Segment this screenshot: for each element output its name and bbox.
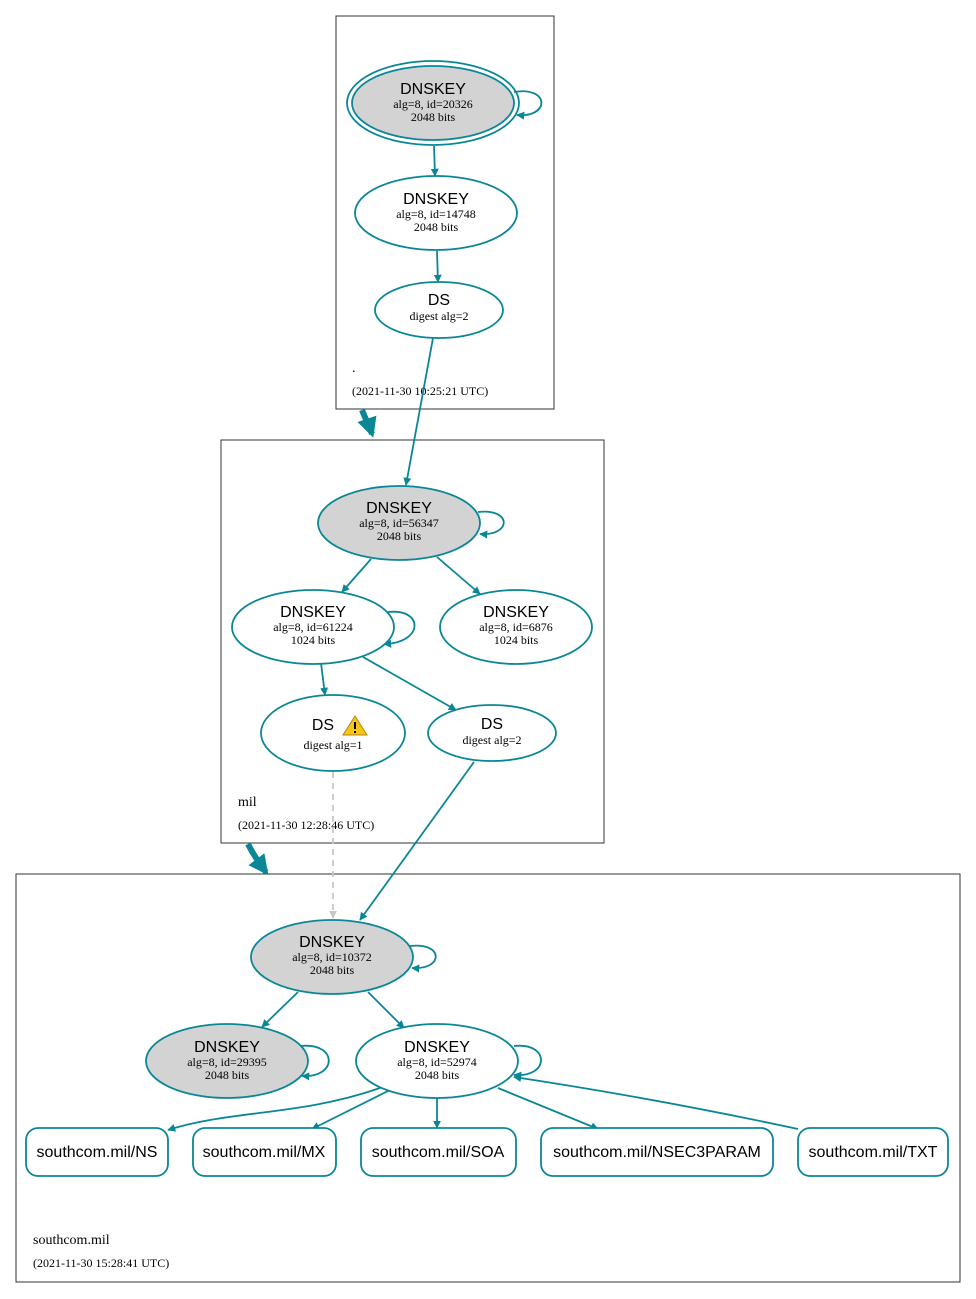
node-detail: alg=8, id=29395 xyxy=(187,1055,267,1069)
node-root-zsk[interactable]: DNSKEY alg=8, id=14748 2048 bits xyxy=(354,175,518,251)
rrset-label: southcom.mil/SOA xyxy=(372,1144,505,1161)
rrset-ns[interactable]: southcom.mil/NS xyxy=(25,1127,169,1177)
rrset-label: southcom.mil/MX xyxy=(203,1144,326,1161)
node-title: DNSKEY xyxy=(404,1039,470,1056)
zone-timestamp-southcom: (2021-11-30 15:28:41 UTC) xyxy=(33,1256,169,1270)
edge-mil-ksk-self xyxy=(477,510,505,539)
edge-sc-zsk-nsec3param xyxy=(497,1087,599,1130)
node-mil-zsk2[interactable]: DNSKEY alg=8, id=6876 1024 bits xyxy=(439,589,593,665)
edge-sc-zsk-mx xyxy=(311,1089,391,1130)
delegation-arrow-root-mil xyxy=(357,408,377,438)
node-detail: digest alg=1 xyxy=(303,738,362,752)
zone-box-mil xyxy=(220,439,605,844)
zone-name-root: . xyxy=(352,361,356,376)
zone-box-root xyxy=(335,15,555,410)
zone-timestamp-root: (2021-11-30 10:25:21 UTC) xyxy=(352,384,488,398)
node-detail: 1024 bits xyxy=(291,633,336,647)
node-detail: alg=8, id=52974 xyxy=(397,1055,477,1069)
edge-mil-ksk-zsk2 xyxy=(436,556,481,595)
zone-box-southcom xyxy=(15,873,961,1283)
node-title: DNSKEY xyxy=(366,500,432,517)
rrset-label: southcom.mil/TXT xyxy=(809,1144,938,1161)
rrset-label: southcom.mil/NS xyxy=(37,1144,158,1161)
node-southcom-zsk[interactable]: DNSKEY alg=8, id=52974 2048 bits xyxy=(355,1023,519,1099)
node-root-ds[interactable]: DS digest alg=2 xyxy=(374,281,504,339)
node-detail: digest alg=2 xyxy=(409,309,468,323)
rrset-mx[interactable]: southcom.mil/MX xyxy=(192,1127,337,1177)
node-detail: alg=8, id=14748 xyxy=(396,207,476,221)
node-detail: 2048 bits xyxy=(377,529,422,543)
node-title: DNSKEY xyxy=(483,604,549,621)
edge-sc-ksk-self xyxy=(409,944,437,973)
edge-root-ds-mil-ksk xyxy=(403,337,434,486)
node-detail: alg=8, id=6876 xyxy=(479,620,553,634)
zone-name-mil: mil xyxy=(238,795,257,810)
node-title: DNSKEY xyxy=(194,1039,260,1056)
zone-timestamp-mil: (2021-11-30 12:28:46 UTC) xyxy=(238,818,374,832)
edge-mil-ds2-southcom-ksk xyxy=(359,761,475,921)
node-detail: 2048 bits xyxy=(205,1068,250,1082)
node-detail: alg=8, id=56347 xyxy=(359,516,439,530)
node-title: DNSKEY xyxy=(280,604,346,621)
node-detail: 2048 bits xyxy=(415,1068,460,1082)
warning-icon xyxy=(342,715,368,736)
node-title: DS xyxy=(481,716,503,733)
rrset-label: southcom.mil/NSEC3PARAM xyxy=(553,1144,761,1161)
node-detail: alg=8, id=61224 xyxy=(273,620,353,634)
edge-mil-ksk-zsk1 xyxy=(341,558,372,593)
node-detail: alg=8, id=20326 xyxy=(393,97,473,111)
delegation-arrow-mil-southcom xyxy=(245,842,269,876)
rrset-nsec3param[interactable]: southcom.mil/NSEC3PARAM xyxy=(540,1127,774,1177)
node-detail: 2048 bits xyxy=(310,963,355,977)
edge-sc-ksk-zsk xyxy=(367,991,405,1029)
edge-root-ksk-self xyxy=(513,90,543,120)
edge-mil-zsk1-self xyxy=(383,610,416,648)
node-title: DNSKEY xyxy=(403,191,469,208)
node-mil-ds1[interactable]: DS digest alg=1 xyxy=(260,694,406,772)
node-detail: 1024 bits xyxy=(494,633,539,647)
node-detail: 2048 bits xyxy=(411,110,456,124)
node-title: DNSKEY xyxy=(400,81,466,98)
zone-name-southcom: southcom.mil xyxy=(33,1233,110,1248)
node-title: DS xyxy=(428,292,450,309)
node-mil-ds2[interactable]: DS digest alg=2 xyxy=(427,704,557,762)
edge-mil-zsk1-ds1 xyxy=(320,662,329,696)
node-detail: 2048 bits xyxy=(414,220,459,234)
edge-sc-ksk-key2 xyxy=(261,991,299,1028)
node-root-ksk[interactable]: DNSKEY alg=8, id=20326 2048 bits xyxy=(346,60,520,146)
node-title: DNSKEY xyxy=(299,934,365,951)
edge-sc-key2-self xyxy=(299,1044,330,1081)
edge-root-ksk-zsk xyxy=(430,145,439,177)
rrset-soa[interactable]: southcom.mil/SOA xyxy=(360,1127,517,1177)
node-mil-zsk1[interactable]: DNSKEY alg=8, id=61224 1024 bits xyxy=(231,589,395,665)
edge-root-zsk-ds xyxy=(433,250,442,283)
node-detail: digest alg=2 xyxy=(462,733,521,747)
rrset-txt[interactable]: southcom.mil/TXT xyxy=(797,1127,949,1177)
node-southcom-ksk[interactable]: DNSKEY alg=8, id=10372 2048 bits xyxy=(250,919,414,995)
node-southcom-key2[interactable]: DNSKEY alg=8, id=29395 2048 bits xyxy=(145,1023,309,1099)
edge-sc-txt-zsk xyxy=(513,1074,799,1130)
edge-sc-zsk-self xyxy=(513,1044,542,1080)
node-title: DS xyxy=(312,717,334,734)
edge-mil-zsk1-ds2 xyxy=(362,656,457,711)
edge-sc-zsk-ns xyxy=(167,1087,381,1132)
node-mil-ksk[interactable]: DNSKEY alg=8, id=56347 2048 bits xyxy=(317,485,481,561)
node-detail: alg=8, id=10372 xyxy=(292,950,372,964)
